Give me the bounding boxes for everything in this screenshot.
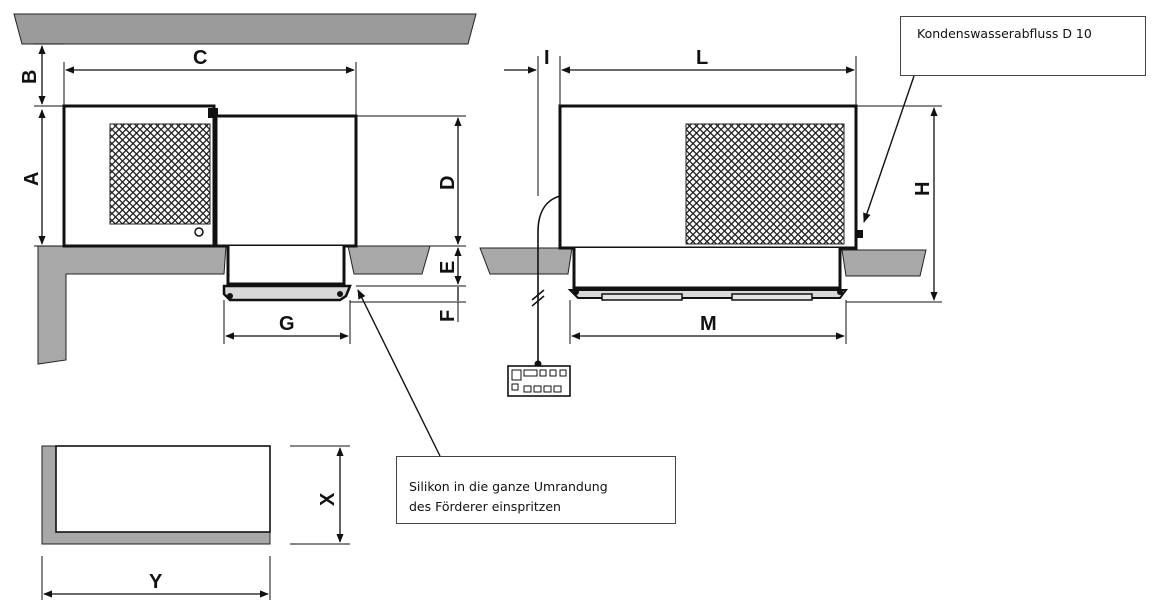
- dim-L: L: [696, 47, 708, 69]
- side-view: C B A D E F G: [13, 13, 477, 457]
- evaporator-body: [572, 248, 842, 290]
- front-grille: [685, 123, 845, 245]
- seal-point-icon: [573, 289, 579, 295]
- dim-Y: Y: [149, 571, 163, 593]
- silicone-callout-line1: Silikon in die ganze Umrandung: [409, 479, 608, 494]
- seal-point-icon: [227, 293, 233, 299]
- dim-X: X: [317, 492, 339, 506]
- cutout-opening: [55, 445, 271, 533]
- control-cable: [537, 195, 561, 364]
- dim-G: G: [279, 313, 295, 335]
- dim-H: H: [912, 182, 934, 196]
- dim-M: M: [700, 313, 717, 335]
- evaporator-tray: [222, 284, 352, 302]
- fan-slot: [731, 293, 813, 301]
- floor-slab-right: [841, 249, 927, 277]
- drain-outlet: [855, 230, 863, 238]
- seal-point-icon: [337, 291, 343, 297]
- silicone-callout-line2: des Förderer einspritzen: [409, 499, 561, 514]
- dim-E: E: [437, 261, 459, 274]
- silicone-callout: Silikon in die ganze Umrandung des Förde…: [396, 456, 676, 524]
- dim-I: I: [544, 47, 550, 69]
- evaporator-housing: [214, 114, 358, 248]
- dim-D: D: [437, 176, 459, 190]
- condenser-grille: [109, 123, 211, 225]
- floor-slab-left: [37, 245, 227, 365]
- hinge-block: [208, 108, 218, 118]
- floor-slab-right: [347, 245, 431, 275]
- dim-F: F: [437, 310, 459, 322]
- dim-C: C: [193, 47, 207, 69]
- floor-slab-left: [479, 247, 573, 275]
- ceiling-slab: [13, 13, 477, 45]
- ceiling-cutout-view: X Y: [41, 445, 350, 600]
- knob-icon: [194, 227, 204, 237]
- front-view: I L H M: [479, 47, 942, 397]
- seal-point-icon: [837, 289, 843, 295]
- dim-A: A: [21, 172, 43, 186]
- fan-slot: [601, 293, 683, 301]
- drain-callout-text: Kondenswasserabfluss D 10: [917, 26, 1092, 41]
- dim-B: B: [19, 70, 41, 84]
- evaporator-body: [226, 246, 346, 286]
- drain-callout: Kondenswasserabfluss D 10: [900, 16, 1146, 76]
- remote-controller-icon: [507, 365, 571, 397]
